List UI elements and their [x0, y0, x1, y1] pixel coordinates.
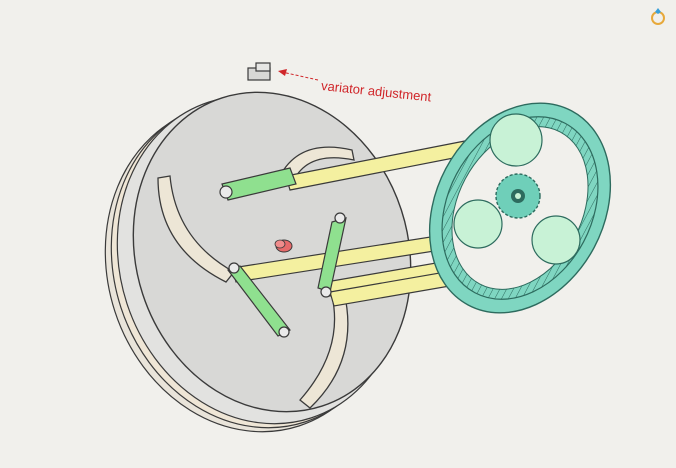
linkage-arms	[219, 167, 347, 338]
adjustment-tab	[247, 62, 271, 81]
callout-arrow	[278, 69, 319, 81]
curved-slots	[157, 146, 355, 409]
peg	[274, 239, 293, 253]
sun-gear	[495, 173, 541, 219]
ring-logo-icon	[651, 8, 665, 25]
connecting-rods	[231, 139, 543, 307]
planet-gears	[453, 113, 581, 265]
